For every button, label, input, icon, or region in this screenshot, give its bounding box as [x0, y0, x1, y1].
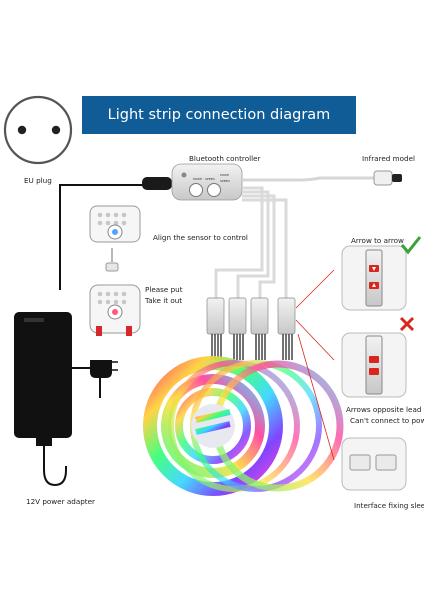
- arrows-opposite-panel: [341, 332, 407, 398]
- eu-plug-icon: [3, 95, 73, 165]
- controller-btn-4: SPEED: [220, 179, 231, 183]
- bluetooth-controller-label: Bluetooth controller: [189, 154, 261, 163]
- strip-connectors: [206, 297, 296, 360]
- controller-btn-1: MODE: [193, 177, 202, 181]
- arrow-to-arrow-label: Arrow to arrow: [351, 236, 404, 245]
- power-adapter-icon: [14, 312, 118, 487]
- check-icon: [400, 236, 422, 255]
- right-callout-lines: [295, 269, 335, 461]
- power-adapter-label: 12V power adapter: [26, 497, 95, 506]
- cross-icon: [399, 316, 415, 332]
- diagram-title: Light strip connection diagram: [82, 96, 356, 134]
- remote-control-icon: [89, 205, 141, 272]
- remote-battery-icon: [89, 284, 141, 336]
- cant-connect-label: Can't connect to power: [350, 416, 424, 425]
- please-put-label: Please put: [145, 285, 183, 294]
- interface-sleeve-panel: [341, 437, 407, 491]
- infrared-model-label: Infrared model: [362, 154, 416, 163]
- arrows-opposite-label: Arrows opposite lead to: [346, 405, 424, 414]
- infrared-wire: [242, 176, 374, 182]
- align-sensor-label: Align the sensor to control: [153, 233, 248, 242]
- controller-btn-2: SPEED: [205, 177, 216, 181]
- power-cable: [59, 184, 145, 200]
- bluetooth-controller: MODE SPEED MODE SPEED: [171, 163, 243, 201]
- led-strip-reels: [143, 356, 344, 496]
- controller-btn-3: MODE: [220, 173, 229, 177]
- take-it-out-label: Take it out: [145, 296, 183, 305]
- interface-sleeve-label: Interface fixing sleeve: [354, 501, 424, 510]
- controller-output-wires: [214, 186, 288, 298]
- eu-plug-label: EU plug: [24, 176, 52, 185]
- arrow-to-arrow-panel: [341, 245, 407, 311]
- infrared-head-icon: [373, 170, 402, 186]
